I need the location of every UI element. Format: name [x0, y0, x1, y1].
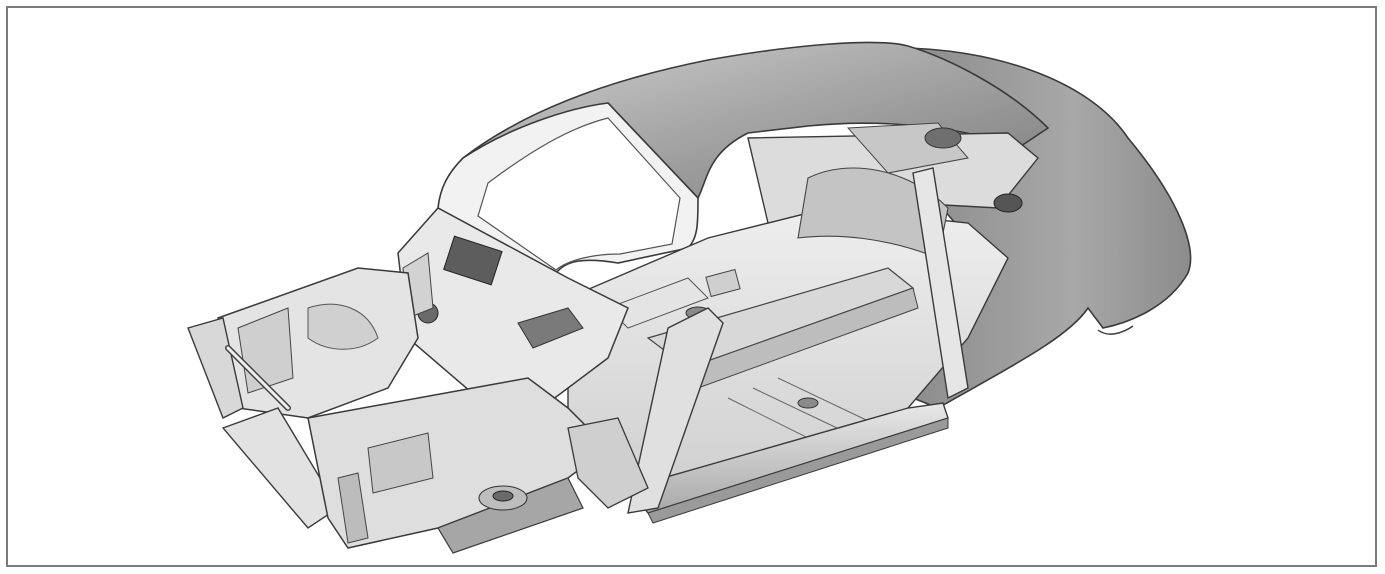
side-sill — [626, 402, 949, 524]
b-pillar — [912, 167, 969, 400]
rear-parcel-shelf — [747, 122, 1039, 259]
front-crossmember — [187, 317, 339, 529]
figure-frame — [6, 6, 1377, 567]
windshield-frame — [437, 102, 699, 280]
car-body-shell-illustration — [187, 41, 1192, 554]
firewall — [397, 207, 629, 419]
front-chassis-rail — [307, 377, 610, 554]
front-inner-wing — [217, 267, 419, 419]
suspension-turret — [567, 417, 649, 509]
